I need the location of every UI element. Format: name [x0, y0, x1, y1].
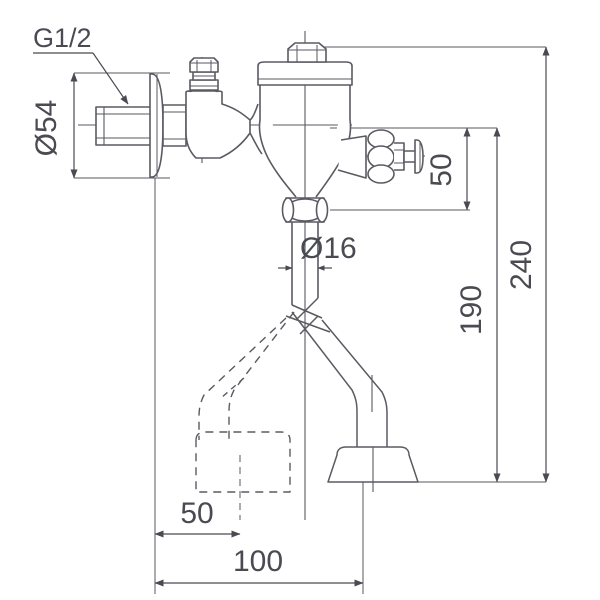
dimension-label-handle-height: 50 [425, 153, 458, 186]
dimension-label-overall-height: 240 [505, 240, 538, 290]
spout-leg-right-wall [321, 319, 388, 455]
handle-push-disc [414, 139, 424, 174]
swivel-hatch-d [299, 315, 319, 335]
phantom-leg-right-wall [198, 317, 287, 440]
angle-stop-body [185, 57, 251, 159]
leader-g12-arrow [92, 52, 129, 105]
valve-cap-ring [257, 61, 353, 86]
coupling-nut-right-pad [315, 197, 329, 223]
valve-barrel-left [258, 85, 297, 198]
swivel-hatch-b [295, 297, 319, 321]
flushometer-body [249, 42, 353, 198]
dimension-label-spout-height: 190 [455, 285, 488, 335]
spout-leg-solid [285, 297, 419, 492]
dimension-label-thread-callout: G1/2 [33, 23, 92, 53]
swivel-hatch-a [291, 304, 323, 319]
dimension-label-offset-100: 100 [233, 545, 283, 578]
dimension-label-tube-diameter: Ø16 [300, 232, 357, 265]
coupling-nut-left-pad [281, 197, 295, 223]
spout-leg-left-wall [291, 311, 358, 455]
phantom-leg-left-wall [228, 311, 295, 440]
valve-left-blend-top [249, 103, 259, 121]
dimension-label-flange-diameter: Ø54 [30, 100, 63, 157]
bonnet-hex-nut [189, 57, 219, 73]
inlet-neck [162, 104, 187, 147]
phantom-foot-pedal [195, 431, 291, 493]
handle-gland-body [394, 142, 405, 171]
leader-g12 [33, 52, 129, 105]
inlet-assembly [95, 73, 187, 178]
handle-gland-bottom-ellipse [367, 164, 395, 184]
side-handle-assembly [337, 129, 424, 184]
swivel-hatch-c [285, 315, 331, 333]
outlet-coupling [281, 197, 329, 305]
valve-left-blend-bottom [249, 132, 263, 155]
bonnet-base [189, 79, 219, 91]
phantom-leg-inner-line [220, 377, 245, 399]
handle-neck [337, 135, 367, 179]
dimension-label-offset-50: 50 [180, 497, 213, 530]
spout-leg-phantom [195, 311, 295, 493]
extension-lines [74, 46, 546, 594]
valve-top-hex-nut [287, 42, 327, 63]
elbow-body-outline [185, 90, 251, 159]
